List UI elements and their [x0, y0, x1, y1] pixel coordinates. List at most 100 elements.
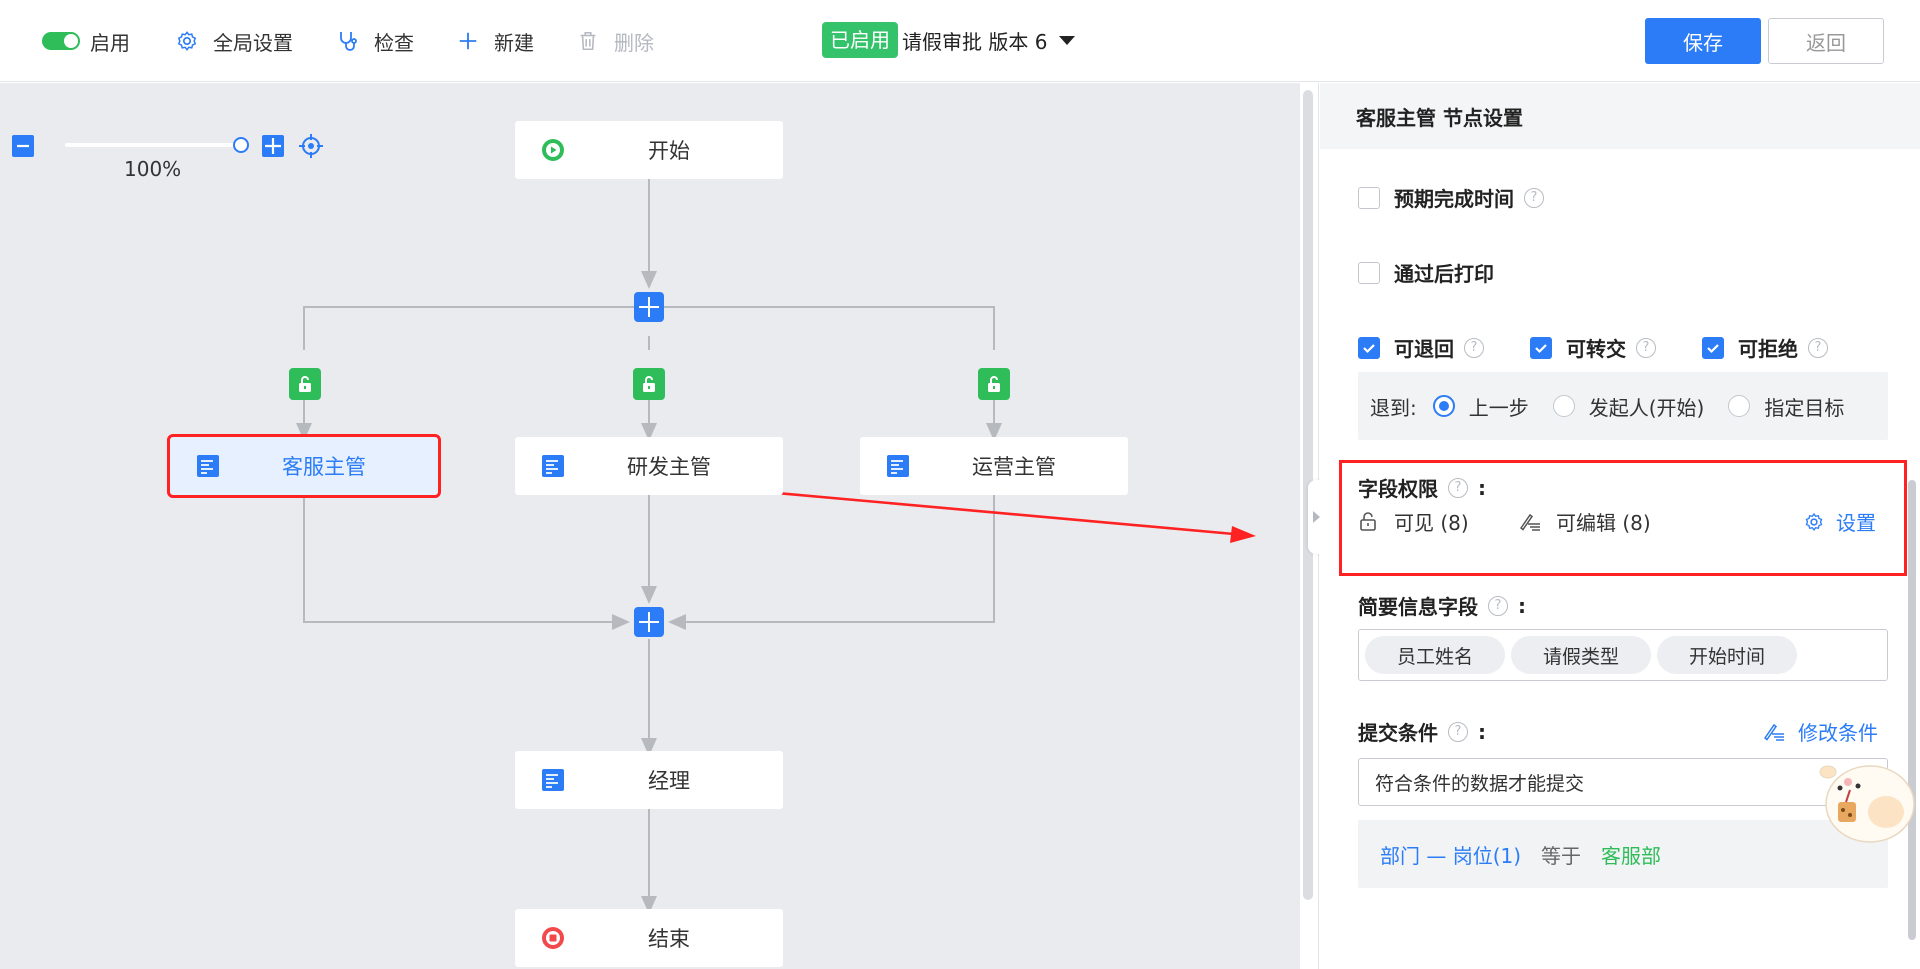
form-icon [541, 768, 565, 792]
summary-tag[interactable]: 员工姓名 [1365, 636, 1506, 674]
minus-icon [17, 144, 29, 148]
field-perm-heading: 字段权限 ? : [1358, 473, 1486, 502]
expected-time-option[interactable]: 预期完成时间 ? [1358, 183, 1544, 212]
panel-scrollbar[interactable] [1908, 480, 1916, 940]
toggle-switch[interactable] [42, 32, 80, 50]
editable-label: 可编辑 (8) [1556, 511, 1651, 535]
node-end[interactable]: 结束 [515, 909, 783, 967]
stethoscope-icon [336, 29, 360, 53]
back-button[interactable]: 返回 [1768, 18, 1884, 64]
trash-icon [576, 29, 600, 53]
node-label: 结束 [648, 927, 690, 951]
form-icon [196, 454, 220, 478]
summary-fields-input[interactable]: 员工姓名 请假类型 开始时间 [1358, 629, 1888, 681]
edit-condition-link[interactable]: 修改条件 [1762, 717, 1878, 746]
radio-specified-target[interactable] [1728, 395, 1751, 417]
visible-label: 可见 (8) [1394, 511, 1469, 535]
help-icon[interactable]: ? [1464, 337, 1484, 358]
flow-canvas[interactable]: 100% [0, 83, 1300, 969]
help-icon[interactable]: ? [1808, 337, 1828, 358]
delete-button[interactable]: 删除 [576, 26, 654, 56]
field-settings-link[interactable]: 设置 [1804, 507, 1876, 536]
unlock-icon [988, 376, 1000, 392]
enable-toggle[interactable]: 启用 [42, 26, 130, 56]
gear-icon [1805, 512, 1823, 531]
enable-label: 启用 [90, 30, 130, 55]
locate-button[interactable] [298, 133, 324, 159]
print-after-checkbox[interactable] [1358, 261, 1380, 284]
new-button[interactable]: 新建 [456, 26, 534, 56]
version-title: 请假审批 版本 6 [902, 29, 1048, 54]
global-settings-button[interactable]: 全局设置 [175, 26, 293, 56]
crosshair-icon [299, 134, 323, 158]
radio-prev-step[interactable] [1432, 395, 1455, 417]
help-icon[interactable]: ? [1448, 477, 1468, 498]
zoom-slider-track[interactable] [65, 143, 243, 147]
summary-tag[interactable]: 请假类型 [1511, 636, 1652, 674]
unlock-icon [1360, 511, 1376, 531]
top-toolbar: 启用 全局设置 检查 新建 删除 已启用 请假审批 版本 6 保存 返回 [0, 0, 1920, 82]
lock-badge[interactable] [633, 368, 665, 400]
zoom-control: 100% [12, 109, 323, 181]
lock-badge[interactable] [978, 368, 1010, 400]
add-node-button[interactable] [634, 607, 664, 637]
panel-title: 客服主管 节点设置 [1320, 83, 1920, 149]
can-transfer-checkbox[interactable] [1530, 336, 1552, 359]
lock-badge[interactable] [289, 368, 321, 400]
version-selector[interactable]: 已启用 请假审批 版本 6 [822, 22, 1076, 58]
radio-initiator[interactable] [1552, 395, 1575, 417]
help-icon[interactable]: ? [1448, 721, 1468, 742]
visible-fields[interactable]: 可见 (8) [1358, 507, 1469, 536]
editable-fields[interactable]: 可编辑 (8) [1518, 507, 1651, 536]
node-label: 客服主管 [282, 455, 366, 479]
can-return-checkbox[interactable] [1358, 336, 1380, 359]
edit-icon [1519, 513, 1540, 531]
check-button[interactable]: 检查 [336, 26, 414, 56]
print-after-option[interactable]: 通过后打印 [1358, 258, 1494, 287]
can-transfer-option[interactable]: 可转交 ? [1530, 333, 1656, 362]
node-settings-panel: 客服主管 节点设置 预期完成时间 ? 通过后打印 可退回 ? 可转交 ? 可拒绝… [1320, 83, 1920, 969]
cond-field[interactable]: 部门 — 岗位(1) [1380, 843, 1522, 868]
status-badge: 已启用 [822, 22, 898, 58]
unlock-icon [299, 376, 311, 392]
node-rd-manager[interactable]: 研发主管 [515, 437, 783, 495]
check-icon [1707, 343, 1719, 353]
node-cs-manager[interactable]: 客服主管 [167, 434, 441, 498]
form-icon [886, 454, 910, 478]
delete-label: 删除 [614, 30, 654, 55]
return-option-label: 发起人(开始) [1588, 395, 1705, 420]
caret-right-icon [1312, 511, 1320, 523]
save-button[interactable]: 保存 [1645, 18, 1761, 64]
unlock-icon [643, 376, 655, 392]
print-after-label: 通过后打印 [1394, 262, 1494, 286]
help-icon[interactable]: ? [1488, 595, 1508, 616]
check-icon [1363, 343, 1375, 353]
condition-input[interactable]: 符合条件的数据才能提交 [1358, 758, 1888, 806]
expected-time-label: 预期完成时间 [1394, 187, 1514, 211]
zoom-slider-handle[interactable] [233, 137, 249, 153]
zoom-in-button[interactable] [262, 135, 284, 157]
zoom-out-button[interactable] [12, 135, 34, 157]
zoom-level: 100% [124, 157, 182, 181]
node-ops-manager[interactable]: 运营主管 [860, 437, 1128, 495]
can-reject-checkbox[interactable] [1702, 336, 1724, 359]
can-reject-option[interactable]: 可拒绝 ? [1702, 333, 1828, 362]
summary-heading: 简要信息字段 ? : [1358, 591, 1526, 620]
edit-cond-label: 修改条件 [1798, 721, 1878, 745]
cond-operator: 等于 [1541, 843, 1582, 868]
node-manager[interactable]: 经理 [515, 751, 783, 809]
expected-time-checkbox[interactable] [1358, 186, 1380, 209]
stop-icon [541, 926, 565, 950]
summary-label: 简要信息字段 [1358, 595, 1478, 619]
can-return-option[interactable]: 可退回 ? [1358, 333, 1484, 362]
gear-icon [175, 29, 199, 53]
help-icon[interactable]: ? [1524, 187, 1544, 208]
node-label: 经理 [648, 769, 690, 793]
add-branch-button[interactable] [634, 292, 664, 322]
return-target-group: 退到: 上一步 发起人(开始) 指定目标 [1358, 372, 1888, 440]
can-transfer-label: 可转交 [1566, 337, 1626, 361]
global-settings-label: 全局设置 [213, 30, 293, 55]
help-icon[interactable]: ? [1636, 337, 1656, 358]
summary-tag[interactable]: 开始时间 [1657, 636, 1798, 674]
node-start[interactable]: 开始 [515, 121, 783, 179]
